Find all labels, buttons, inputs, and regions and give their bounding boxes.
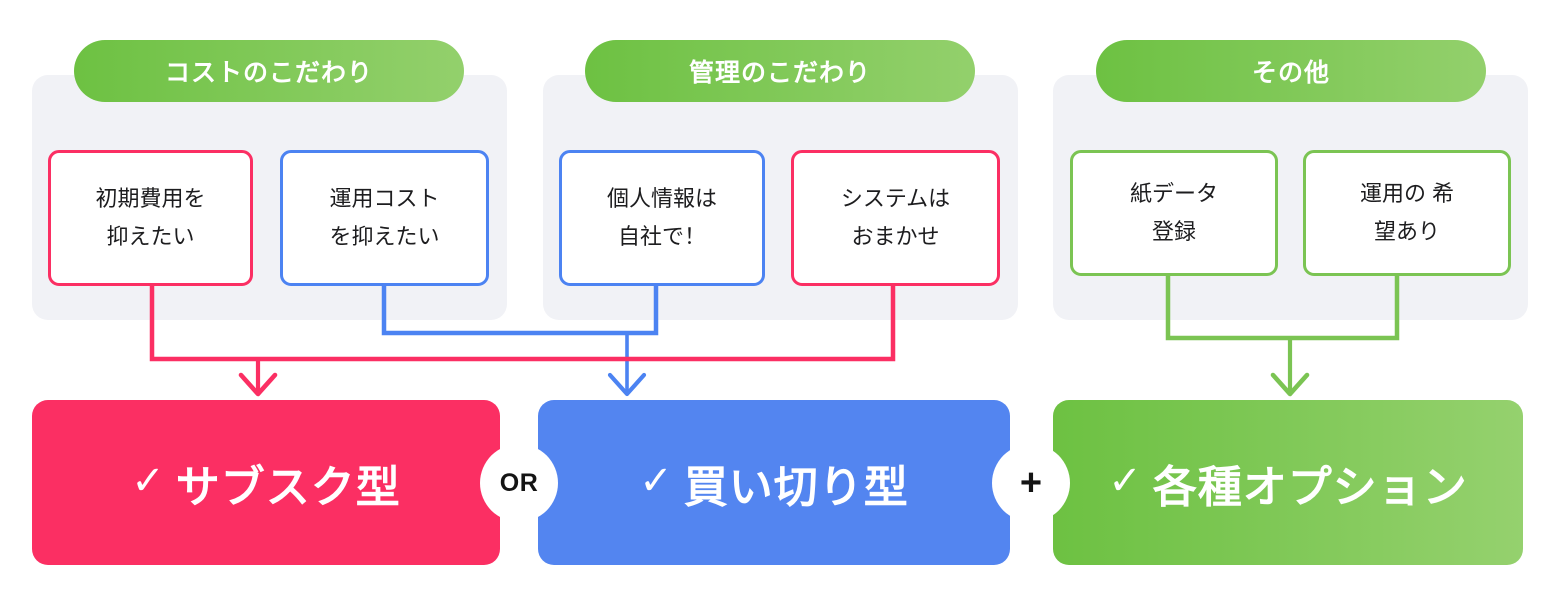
condition-line: 抑えたい (106, 224, 195, 249)
group-title-management: 管理のこだわり (585, 40, 975, 102)
condition-line: 運用コスト (329, 185, 440, 211)
group-title-other: その他 (1096, 40, 1486, 102)
condition-line: 自社で！ (617, 224, 706, 249)
condition-box-initial-cost[interactable]: 初期費用を 抑えたい (48, 150, 253, 286)
result-bar-perpetual[interactable]: ✓ 買い切り型 (538, 400, 1010, 565)
condition-line: 望あり (1373, 219, 1440, 244)
joiner-or: OR (480, 444, 558, 522)
joiner-or-label: OR (499, 468, 539, 497)
condition-line: 登録 (1151, 219, 1196, 244)
condition-box-operating-cost[interactable]: 運用コスト を抑えたい (280, 150, 489, 286)
group-title-cost: コストのこだわり (74, 40, 464, 102)
condition-line: 初期費用を (95, 185, 206, 211)
condition-box-operation-request[interactable]: 運用の 希 望あり (1303, 150, 1511, 276)
condition-box-system-outsource[interactable]: システムは おまかせ (791, 150, 1000, 286)
check-icon: ✓ (131, 458, 166, 503)
condition-line: 紙データ (1129, 180, 1218, 206)
group-title-cost-label: コストのこだわり (164, 59, 373, 87)
result-bar-options[interactable]: ✓ 各種オプション (1053, 400, 1523, 565)
group-title-other-label: その他 (1251, 59, 1330, 87)
joiner-plus: + (992, 444, 1070, 522)
condition-line: を抑えたい (329, 224, 440, 249)
check-icon: ✓ (1108, 458, 1143, 503)
condition-line: 運用の 希 (1359, 180, 1455, 206)
group-title-management-label: 管理のこだわり (688, 59, 871, 87)
result-bar-options-label: 各種オプション (1152, 462, 1468, 512)
condition-line: システムは (840, 185, 951, 211)
condition-line: おまかせ (851, 224, 940, 249)
result-bar-perpetual-label: 買い切り型 (683, 462, 909, 512)
condition-line: 個人情報は (606, 185, 717, 211)
result-bar-subscription[interactable]: ✓ サブスク型 (32, 400, 500, 565)
condition-box-paper-data[interactable]: 紙データ 登録 (1070, 150, 1278, 276)
joiner-plus-label: + (1019, 461, 1043, 504)
check-icon: ✓ (639, 458, 674, 503)
result-bar-subscription-label: サブスク型 (175, 462, 401, 512)
condition-box-personal-info[interactable]: 個人情報は 自社で！ (559, 150, 765, 286)
